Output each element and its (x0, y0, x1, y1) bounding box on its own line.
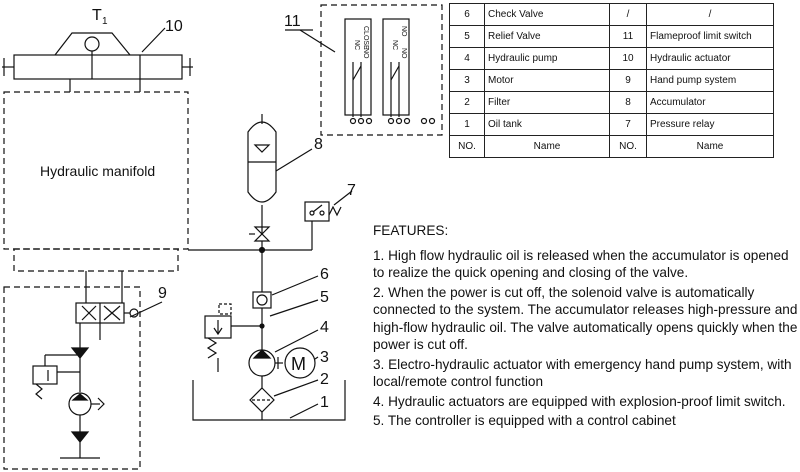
top-label: T (92, 7, 102, 24)
row-no-b: 8 (609, 91, 647, 114)
row-name-a: Motor (484, 69, 610, 92)
pressure-relay (304, 201, 342, 222)
row-no-b: 11 (609, 25, 647, 48)
callout-2: 2 (320, 371, 329, 388)
accumulator (247, 121, 277, 203)
check-valve (252, 291, 272, 309)
table-row: 1 Oil tank 7 Pressure relay (449, 113, 774, 136)
switch-label-no-left: NO (362, 48, 369, 59)
row-name-b: Flameproof limit switch (646, 25, 774, 48)
motor-letter: M (291, 354, 306, 374)
row-name-b: Hand pump system (646, 69, 774, 92)
header-name-b: Name (646, 135, 774, 158)
hand-pump-system (3, 286, 141, 470)
feature-item: 2. When the power is cut off, the soleno… (373, 284, 798, 353)
callout-10: 10 (165, 18, 183, 35)
limit-switch-box (320, 4, 443, 136)
row-no-a: 1 (449, 113, 485, 136)
features-section: FEATURES: 1. High flow hydraulic oil is … (373, 222, 798, 432)
header-no-a: NO. (449, 135, 485, 158)
row-no-b: 10 (609, 47, 647, 70)
header-name-a: Name (484, 135, 610, 158)
row-no-a: 6 (449, 3, 485, 26)
callout-6: 6 (320, 266, 329, 283)
feature-item: 4. Hydraulic actuators are equipped with… (373, 393, 786, 409)
switch-label-close: CLOSE (362, 26, 369, 50)
callout-8: 8 (314, 136, 323, 153)
hydraulic-manifold (3, 91, 189, 272)
row-name-a: Check Valve (484, 3, 610, 26)
table-row: 5 Relief Valve 11 Flameproof limit switc… (449, 25, 774, 48)
row-name-a: Oil tank (484, 113, 610, 136)
row-no-a: 2 (449, 91, 485, 114)
callout-4: 4 (320, 319, 329, 336)
row-no-b: / (609, 3, 647, 26)
callout-1: 1 (320, 394, 329, 411)
row-no-a: 4 (449, 47, 485, 70)
row-name-a: Relief Valve (484, 25, 610, 48)
callout-7: 7 (347, 182, 356, 199)
relief-valve (204, 303, 232, 359)
row-name-b: Accumulator (646, 91, 774, 114)
features-title: FEATURES: (373, 223, 449, 238)
callout-3: 3 (320, 349, 329, 366)
header-no-b: NO. (609, 135, 647, 158)
parts-table: 6 Check Valve / / 5 Relief Valve 11 Flam… (449, 3, 774, 158)
row-no-a: 5 (449, 25, 485, 48)
table-row: 3 Motor 9 Hand pump system (449, 69, 774, 92)
feature-item: 3. Electro-hydraulic actuator with emerg… (373, 356, 792, 390)
row-no-b: 9 (609, 69, 647, 92)
table-row: 2 Filter 8 Accumulator (449, 91, 774, 114)
feature-item: 1. High flow hydraulic oil is released w… (373, 247, 789, 281)
row-name-a: Hydraulic pump (484, 47, 610, 70)
manifold-label: Hydraulic manifold (40, 163, 156, 179)
solenoid-valve (75, 302, 139, 324)
row-name-a: Filter (484, 91, 610, 114)
switch-label-nc-right: NC (391, 40, 398, 50)
row-no-a: 3 (449, 69, 485, 92)
switch-label-no-top: NO (400, 26, 407, 37)
callout-5: 5 (320, 289, 329, 306)
switch-label-nc-left: NC (353, 40, 360, 50)
callout-11: 11 (284, 13, 301, 30)
top-label-subscript: 1 (102, 16, 108, 27)
callout-9: 9 (158, 285, 167, 302)
row-name-b: Pressure relay (646, 113, 774, 136)
row-name-b: / (646, 3, 774, 26)
row-no-b: 7 (609, 113, 647, 136)
row-name-b: Hydraulic actuator (646, 47, 774, 70)
motor (284, 347, 316, 379)
table-header-row: NO. Name NO. Name (449, 135, 774, 158)
feature-item: 5. The controller is equipped with a con… (373, 413, 676, 428)
hydraulic-actuator (2, 32, 193, 80)
table-row: 6 Check Valve / / (449, 3, 774, 26)
oil-tank (192, 380, 346, 421)
table-row: 4 Hydraulic pump 10 Hydraulic actuator (449, 47, 774, 70)
switch-label-no-right: NO (400, 48, 407, 59)
